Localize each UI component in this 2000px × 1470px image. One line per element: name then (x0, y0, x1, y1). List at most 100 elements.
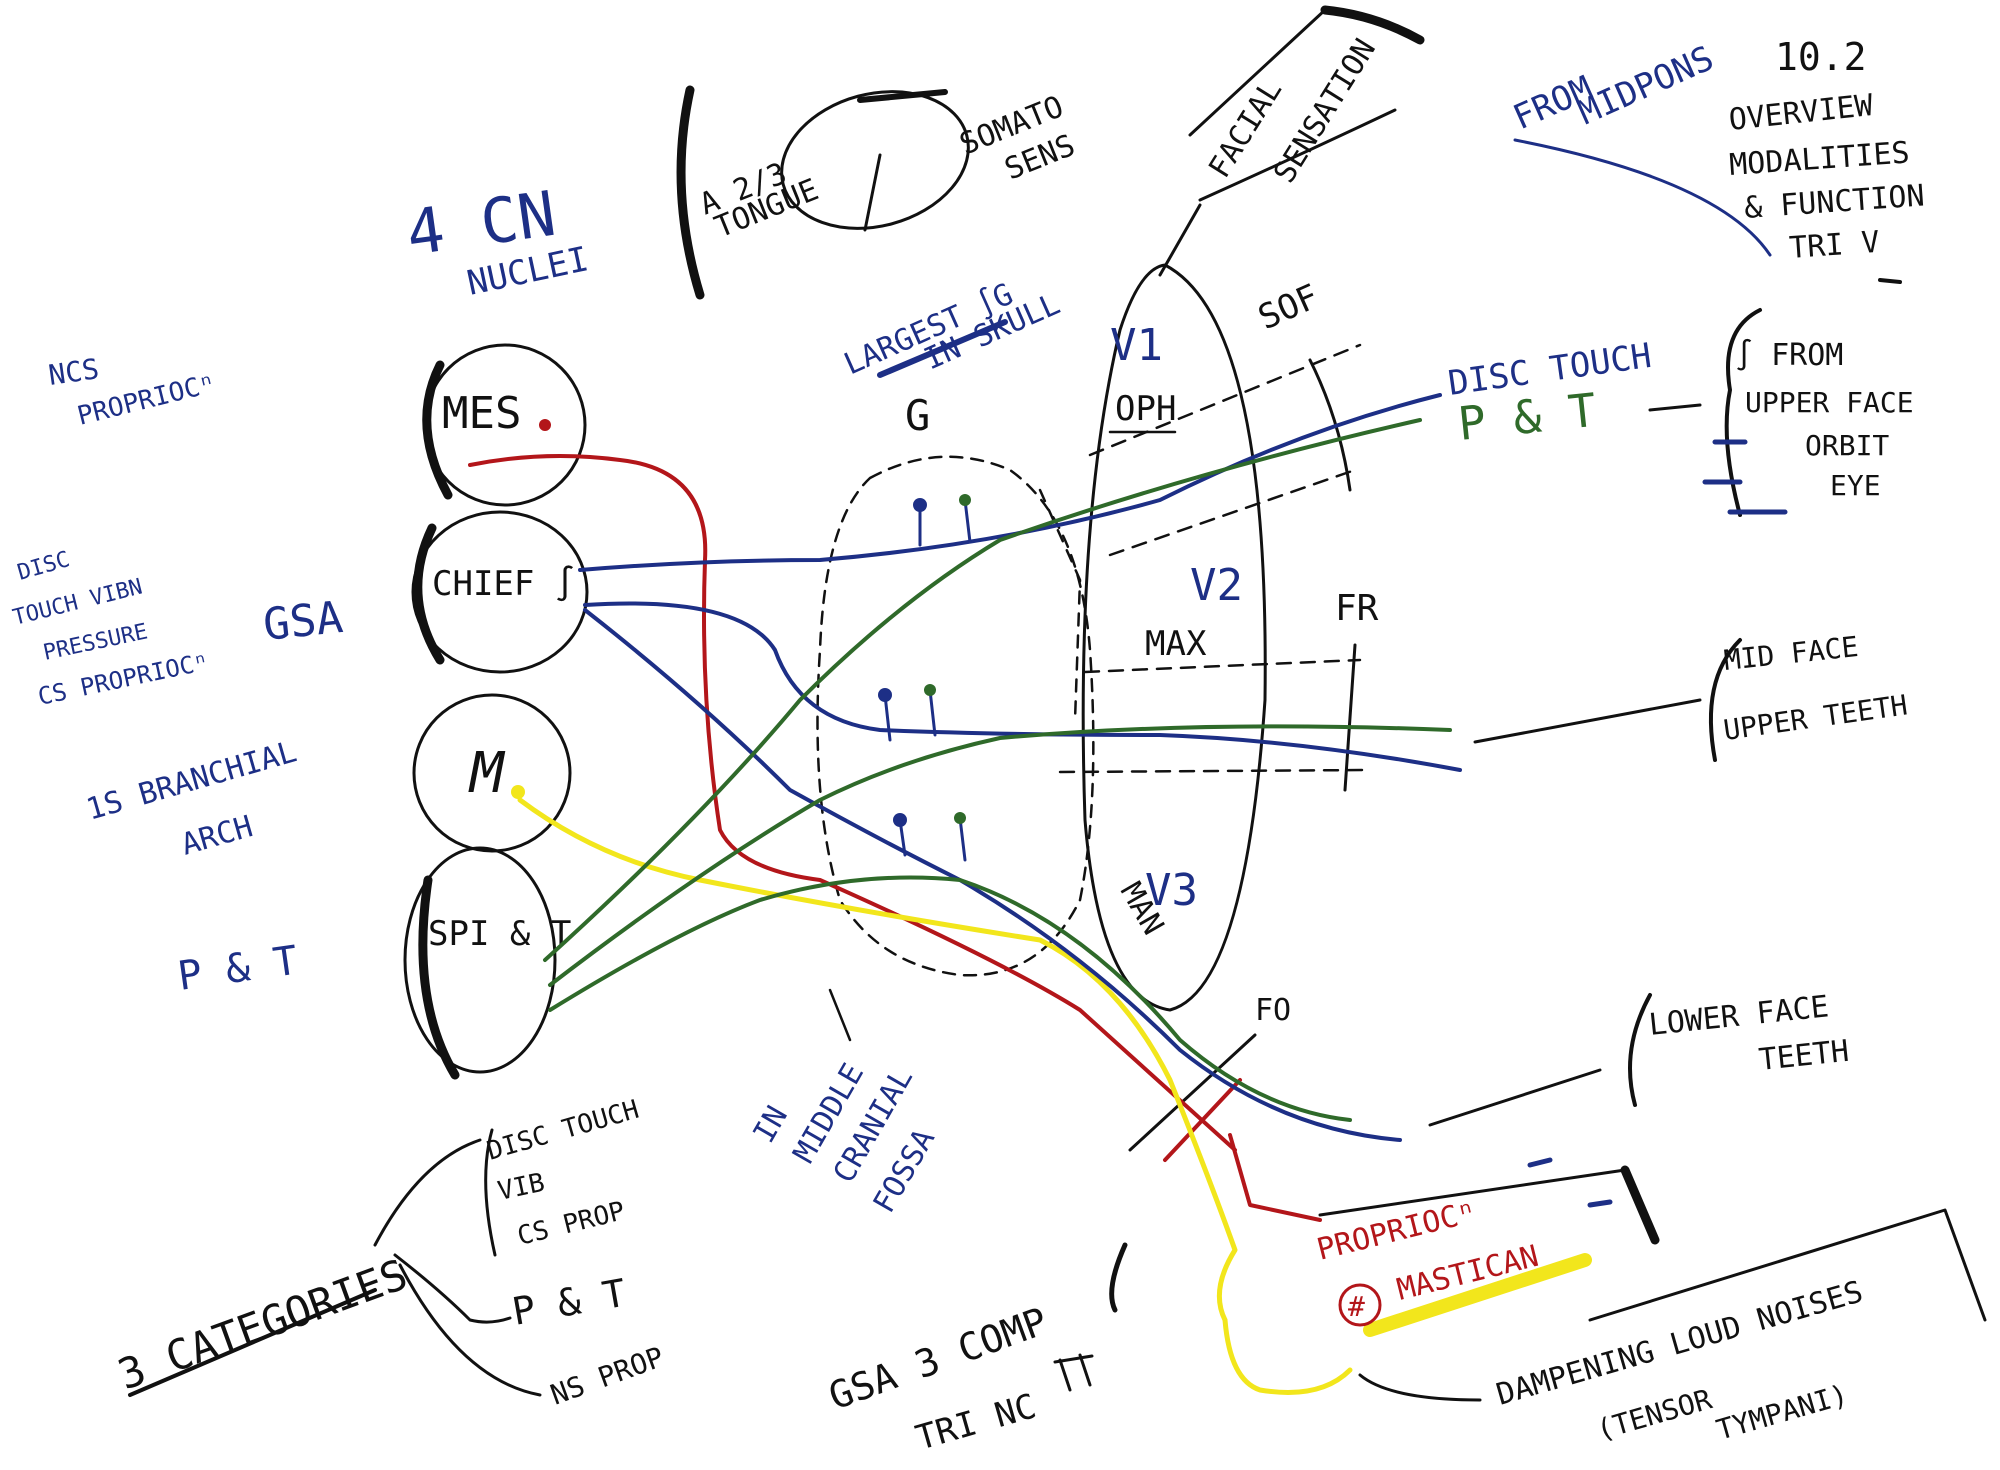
ganglion-cell-stalks (883, 498, 972, 862)
motor-circle (412, 693, 572, 853)
category-1-line3: CS PROP (514, 1196, 628, 1252)
v3-label: V3 (1145, 865, 1198, 916)
midpons-line2: MIDPONS (1572, 38, 1719, 133)
chief-shadow (413, 523, 445, 665)
overview-line2: MODALITIES (1728, 135, 1911, 183)
fr-label: FR (1335, 588, 1379, 629)
gsa-label: GSA (261, 592, 345, 651)
ganglion-cell-v2-green (924, 684, 936, 696)
red-proprio-path (468, 454, 1237, 1152)
nucleus-chief: CHIEF ∫ (411, 510, 589, 674)
categories-branch-1 (373, 1138, 482, 1247)
motor-label: M (468, 741, 506, 806)
ganglion-cell-v1-blue (913, 498, 927, 512)
midpons-underline (1513, 138, 1772, 257)
mastication-box-right (1620, 1165, 1660, 1245)
facial-line2: SENSATION (1267, 33, 1383, 189)
oph-label: OPH (1115, 389, 1176, 429)
mastication-ticks (1527, 1157, 1613, 1208)
facial-box-bottom (1198, 108, 1397, 202)
upper-face-connector (1648, 403, 1702, 412)
damping-box (1588, 1208, 1987, 1322)
mes-label: MES (442, 388, 521, 439)
red-mastication-return (1163, 1078, 1322, 1222)
nucleus-motor: M (412, 693, 572, 853)
v2-dash-top (1083, 658, 1362, 674)
tongue-ellipse (780, 90, 970, 230)
gsa-bracket (1109, 1242, 1128, 1313)
ganglion-cell-v3-green (954, 812, 966, 824)
hash-label: # (1348, 1290, 1365, 1323)
ganglion-cell-v2-blue (878, 688, 892, 702)
ganglion-note-underline (877, 319, 1008, 378)
mid-face-connector (1473, 698, 1702, 744)
sof-label: SOF (1252, 277, 1324, 339)
v1-dash-top (1088, 343, 1362, 457)
upper-face-bracket (1724, 308, 1762, 517)
motor-label-line2: ARCH (178, 809, 257, 863)
left-modality-labels: NCS PROPRIOCⁿ DISC TOUCH VIBN PRESSURE C… (10, 352, 345, 1000)
three-categories: 3 CATEGORIES DISC TOUCH VIB CS PROP P & … (112, 1095, 669, 1412)
lower-face-bracket (1628, 993, 1652, 1107)
green-v2-path (548, 724, 1452, 987)
damping-line2: (TENSOR (1593, 1382, 1716, 1446)
categories-branch-2 (393, 1253, 512, 1324)
chief-label-line1: DISC (15, 547, 73, 586)
fossa-pointer (828, 988, 852, 1042)
tongue-slash (863, 153, 882, 232)
chief-label: CHIEF ∫ (432, 564, 575, 604)
mid-face-line1: MID FACE (1722, 630, 1860, 677)
ganglion-outline (816, 455, 1095, 977)
trigeminal-ganglion: G LARGEST ∫G IN SKULL IN MIDDLE CRANIAL … (747, 277, 1095, 1219)
fr-line (1343, 643, 1357, 792)
right-targets: DISC TOUCH P & T ∫ FROM UPPER FACE ORBIT… (1428, 308, 1914, 1127)
mid-face-line2: UPPER TEETH (1721, 688, 1909, 746)
damping-line3: TYMPANI) (1713, 1378, 1852, 1447)
upper-face-ticks (1702, 439, 1788, 515)
mes-label-line1: NCS (46, 352, 101, 392)
mes-shadow (422, 360, 453, 500)
ganglion-cell-v3-blue (893, 813, 907, 827)
green-v1-path (543, 418, 1422, 962)
hash-circle (1338, 1283, 1382, 1327)
v1-label: V1 (1110, 320, 1163, 371)
fo-line (1128, 1033, 1257, 1152)
mastication-box: PROPRIOCⁿ # MASTICAN (1313, 1157, 1660, 1337)
overview-dash (1878, 278, 1902, 284)
chief-label-line3: PRESSURE (41, 619, 150, 665)
overview-note: FROM MIDPONS 10.2 OVERVIEW MODALITIES & … (1507, 35, 1926, 284)
category-1-line1: DISC TOUCH (484, 1095, 643, 1167)
facial-box-left (1188, 8, 1327, 137)
fo-label: FO (1255, 993, 1291, 1028)
blue-v2-path (583, 601, 1462, 772)
mid-face-bracket (1708, 638, 1742, 762)
overview-line1: OVERVIEW (1727, 88, 1875, 138)
categories-underline (128, 1288, 377, 1397)
from-line1: ∫ FROM (1735, 338, 1843, 373)
tongue-bar (857, 89, 948, 103)
v1-dash-bottom (1108, 468, 1357, 557)
nucleus-spinal: SPI & T (403, 846, 571, 1080)
mastican-highlight (1363, 1253, 1592, 1337)
spinal-shadow (418, 875, 460, 1080)
category-1-line2: VIB (495, 1168, 547, 1207)
from-line3: ORBIT (1805, 429, 1889, 462)
spinal-circle (403, 846, 557, 1074)
facial-box-top (1320, 5, 1425, 45)
fossa-line1: IN (747, 1100, 795, 1149)
yellow-tail (1222, 1317, 1353, 1395)
tongue-somatosens-note: A 2/3 TONGUE SOMATO SENS (676, 85, 1080, 300)
from-line4: EYE (1830, 469, 1881, 502)
yellow-origin-dot (511, 785, 525, 799)
ganglion-label: G (905, 391, 930, 440)
v2-dash-bottom (1058, 768, 1372, 774)
categories-title: 3 CATEGORIES (112, 1250, 414, 1400)
roman-five-glyph (1053, 1353, 1094, 1392)
mastication-box-top (1318, 1168, 1627, 1217)
tongue-bracket (676, 85, 705, 300)
category-2-line1: P & T (509, 1271, 629, 1334)
green-v3-path (548, 875, 1352, 1122)
propriocn-label: PROPRIOCⁿ (1313, 1194, 1479, 1267)
facial-sensation-box: FACIAL SENSATION (1158, 5, 1425, 277)
